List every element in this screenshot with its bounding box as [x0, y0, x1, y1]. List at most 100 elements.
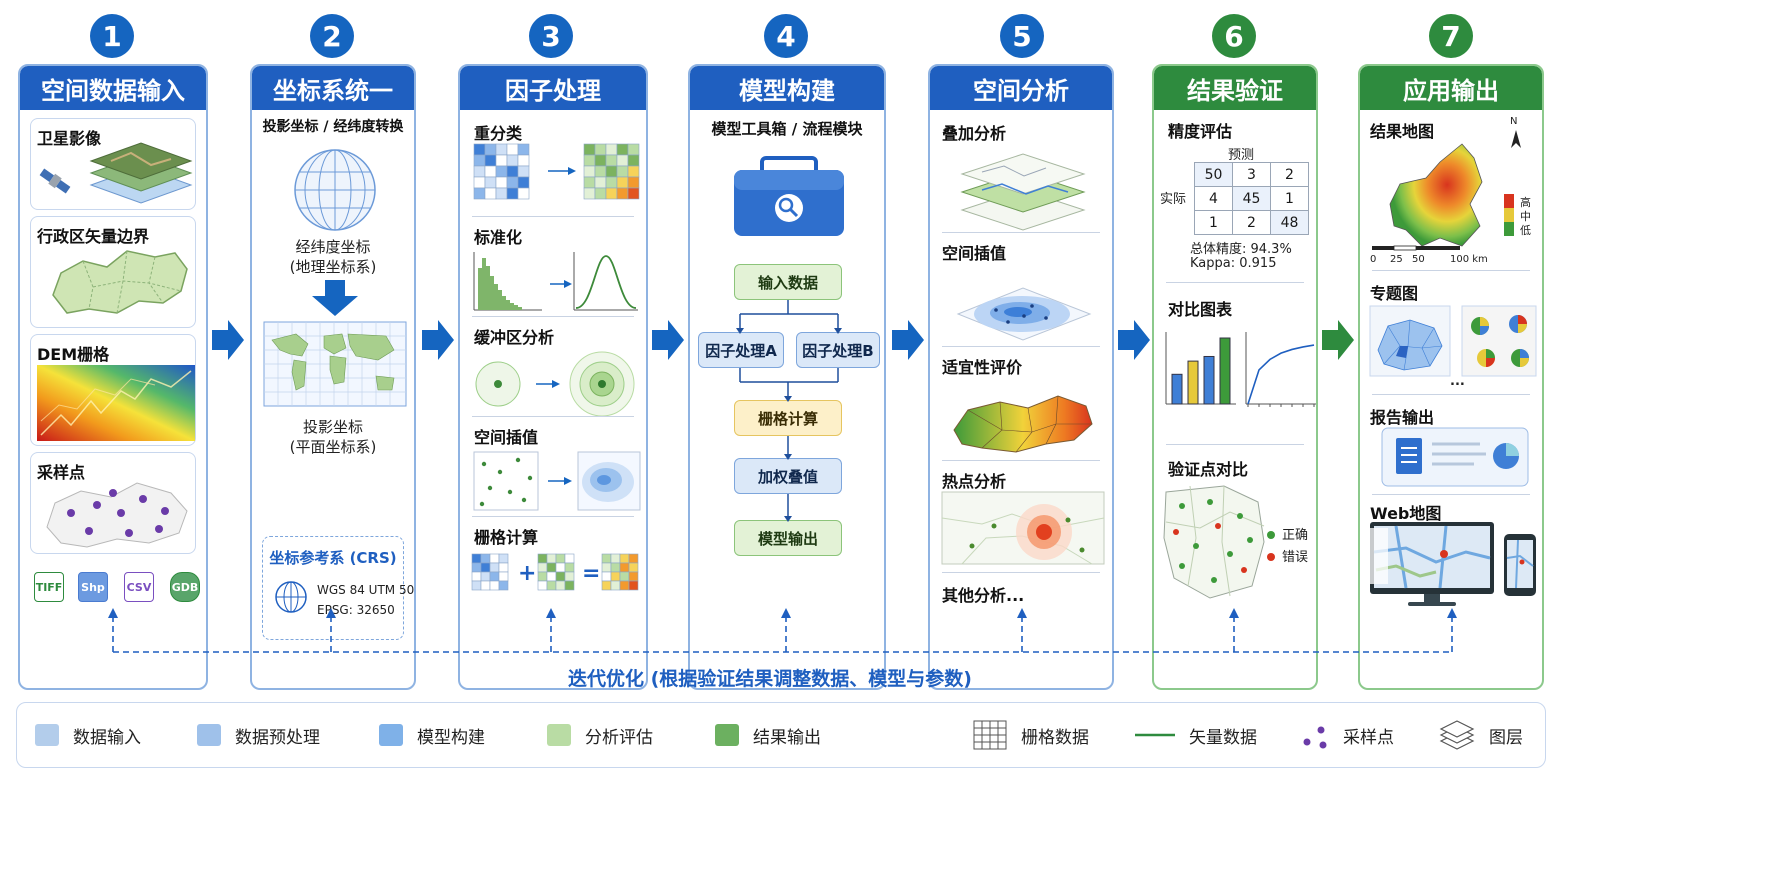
arrow-right-icon	[890, 320, 926, 360]
legend-swatch	[715, 724, 739, 746]
satellite-card: 卫星影像	[30, 118, 196, 210]
raster-calc-label: 栅格计算	[474, 524, 538, 548]
correct-dot-icon	[1266, 530, 1276, 540]
panel-factor: 因子处理 重分类 标准化	[458, 64, 648, 690]
hotspot-section: 热点分析	[942, 464, 1100, 568]
scale-100: 100 km	[1450, 254, 1488, 265]
legend-layers: 图层	[1439, 703, 1523, 767]
legend-bar: 数据输入 数据预处理 模型构建 分析评估 结果输出 栅格数据 矢量数据	[16, 702, 1546, 768]
interp-label: 空间插值	[474, 424, 538, 448]
panel-coordinate: 坐标系统一 投影坐标 / 经纬度转换 经纬度坐标 (地理坐标系)	[250, 64, 416, 690]
scale-25: 25	[1390, 254, 1403, 265]
step-5-badge: 5	[1000, 14, 1044, 58]
feedback-loop-lines	[0, 600, 1560, 660]
suitability-map	[942, 374, 1104, 458]
panel-validation: 结果验证 精度评估 预测 实际 50 3 2 4 45 1 1 2 48 总体精…	[1152, 64, 1318, 690]
flow-connectors	[690, 66, 886, 526]
dem-card: DEM栅格	[30, 334, 196, 446]
legend-label: 采样点	[1343, 723, 1394, 748]
step-2-badge: 2	[310, 14, 354, 58]
bar	[1172, 374, 1182, 404]
cm-cell: 1	[1271, 187, 1309, 211]
interp-graphic	[472, 448, 638, 514]
cm-cell: 4	[1195, 187, 1233, 211]
normalize-graphic	[472, 248, 638, 314]
step-4-badge: 4	[764, 14, 808, 58]
chart-title: 对比图表	[1168, 296, 1232, 320]
points-title: 验证点对比	[1168, 456, 1248, 480]
line-icon	[1135, 730, 1175, 740]
points-icon	[1299, 720, 1329, 750]
panel-title: 应用输出	[1360, 66, 1542, 110]
normalize-label: 标准化	[474, 224, 522, 248]
wrong-label: 错误	[1282, 546, 1308, 565]
panel-title: 空间分析	[930, 66, 1112, 110]
legend-label: 模型构建	[417, 723, 485, 748]
panel-title: 空间数据输入	[20, 66, 206, 110]
legend-label: 数据预处理	[235, 723, 320, 748]
comparison-curve-chart	[1242, 328, 1318, 410]
suitability-section: 适宜性评价	[942, 350, 1100, 458]
cm-cell: 50	[1195, 163, 1233, 187]
thematic-title: 专题图	[1370, 280, 1418, 304]
p2-subtitle: 投影坐标 / 经纬度转换	[252, 116, 414, 136]
arrow-right-icon	[650, 320, 686, 360]
satellite-icon	[31, 119, 201, 209]
comparison-bar-chart	[1162, 328, 1238, 410]
boundary-map	[31, 217, 201, 329]
cm-cell: 1	[1195, 211, 1233, 235]
legend-preprocess: 数据预处理	[197, 703, 320, 767]
north-label: N	[1510, 116, 1517, 127]
confusion-matrix: 50 3 2 4 45 1 1 2 48	[1194, 162, 1309, 235]
legend-label: 结果输出	[753, 723, 821, 748]
validation-points-map	[1160, 482, 1270, 602]
crs-line1: WGS 84 UTM 50N	[317, 583, 416, 597]
buffer-section: 缓冲区分析	[472, 320, 634, 416]
north-arrow-icon	[1510, 130, 1522, 150]
shp-icon: Shp	[78, 572, 108, 602]
web-map-devices	[1366, 522, 1542, 612]
svg-text:=: =	[582, 561, 600, 586]
pred-label: 预测	[1228, 144, 1254, 163]
cm-cell: 48	[1271, 211, 1309, 235]
crs-title: 坐标参考系 (CRS)	[263, 547, 403, 568]
dem-raster	[31, 335, 201, 447]
bar	[1188, 361, 1198, 404]
legend-low: 低	[1520, 222, 1531, 238]
legend-swatch	[197, 724, 221, 746]
legend-swatch	[35, 724, 59, 746]
scale-0: 0	[1370, 254, 1376, 265]
layers-icon	[1439, 719, 1475, 751]
legend-swatch	[547, 724, 571, 746]
bar	[1220, 338, 1230, 404]
legend-raster: 栅格数据	[973, 703, 1089, 767]
report-title: 报告输出	[1370, 404, 1434, 428]
panel-output: 应用输出 结果地图 N 高 中 低 0 25 50 100 km 专题图	[1358, 64, 1544, 690]
panel-title: 坐标系统一	[252, 66, 414, 110]
svg-text:+: +	[518, 561, 536, 586]
normalize-section: 标准化	[472, 220, 634, 316]
feedback-label: 迭代优化 (根据验证结果调整数据、模型与参数)	[0, 664, 1540, 691]
interp-map	[942, 260, 1104, 344]
wrong-dot-icon	[1266, 552, 1276, 562]
step-7-badge: 7	[1429, 14, 1473, 58]
panel-model: 模型构建 模型工具箱 / 流程模块 输入数据 因子处理A 因子处理B 栅格计算 …	[688, 64, 886, 690]
thematic-pie-map	[1462, 306, 1536, 376]
legend-label: 图层	[1489, 723, 1523, 748]
interp-analysis-section: 空间插值	[942, 236, 1100, 344]
grid-icon	[973, 720, 1007, 750]
legend-label: 数据输入	[73, 723, 141, 748]
boundary-card: 行政区矢量边界	[30, 216, 196, 328]
report-icon	[1382, 428, 1528, 488]
legend-label: 栅格数据	[1021, 723, 1089, 748]
reclass-graphic	[472, 144, 638, 214]
sample-points-card: 采样点	[30, 452, 196, 554]
cm-cell: 2	[1271, 163, 1309, 187]
globe-icon	[252, 142, 416, 242]
projected-world-map	[252, 320, 416, 410]
kappa-value: Kappa: 0.915	[1190, 256, 1276, 271]
legend-vector: 矢量数据	[1135, 703, 1257, 767]
scale-bar	[1372, 244, 1482, 254]
arrow-right-icon	[1116, 320, 1152, 360]
cm-cell: 45	[1233, 187, 1271, 211]
